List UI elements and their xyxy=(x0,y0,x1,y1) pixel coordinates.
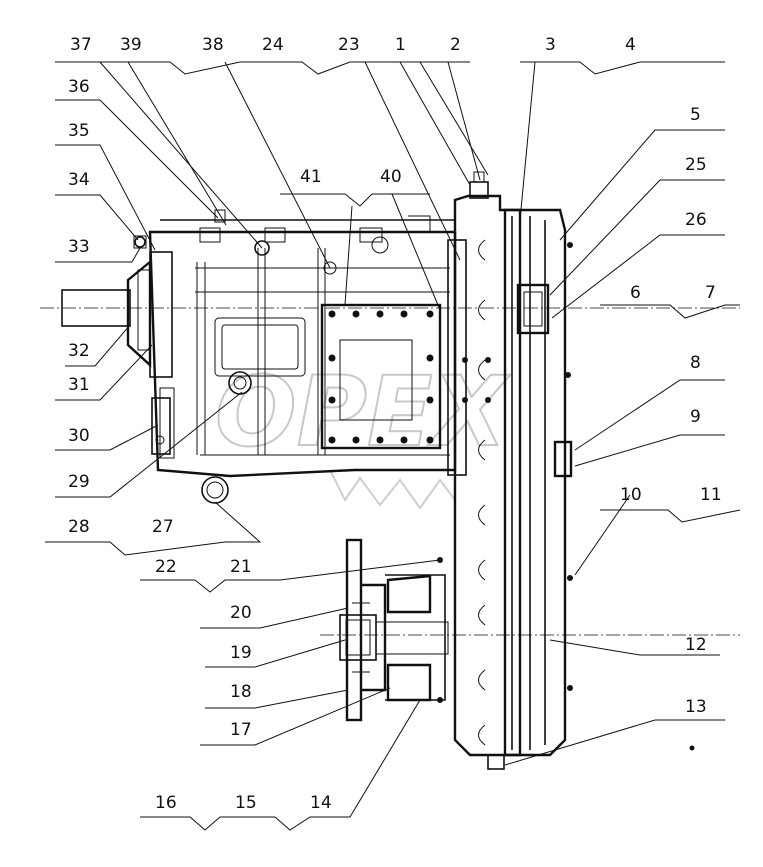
watermark: OPEX xyxy=(214,355,512,510)
callout-12: 12 xyxy=(685,635,707,655)
callout-3: 3 xyxy=(545,35,556,55)
callout-31: 31 xyxy=(68,375,90,395)
callout-21: 21 xyxy=(230,557,252,577)
callout-33: 33 xyxy=(68,237,90,257)
callout-11: 11 xyxy=(700,485,722,505)
callout-14: 14 xyxy=(310,793,332,813)
callout-2: 2 xyxy=(450,35,461,55)
callout-30: 30 xyxy=(68,426,90,446)
callout-9: 9 xyxy=(690,407,701,427)
callout-28: 28 xyxy=(68,517,90,537)
callout-10: 10 xyxy=(620,485,642,505)
callout-26: 26 xyxy=(685,210,707,230)
callout-38: 38 xyxy=(202,35,224,55)
callout-4: 4 xyxy=(625,35,636,55)
callout-32: 32 xyxy=(68,341,90,361)
callout-39: 39 xyxy=(120,35,142,55)
callout-6: 6 xyxy=(630,283,641,303)
callout-37: 37 xyxy=(70,35,92,55)
callout-35: 35 xyxy=(68,121,90,141)
inspection-cover xyxy=(320,303,442,450)
watermark-text: OPEX xyxy=(215,356,511,468)
callout-40: 40 xyxy=(380,167,402,187)
callout-22: 22 xyxy=(155,557,177,577)
callout-18: 18 xyxy=(230,682,252,702)
callout-17: 17 xyxy=(230,720,252,740)
callout-7: 7 xyxy=(705,283,716,303)
callout-16: 16 xyxy=(155,793,177,813)
callout-24: 24 xyxy=(262,35,284,55)
callout-27: 27 xyxy=(152,517,174,537)
callout-41: 41 xyxy=(300,167,322,187)
callout-19: 19 xyxy=(230,643,252,663)
callout-34: 34 xyxy=(68,170,90,190)
output-flange-assembly xyxy=(339,538,449,722)
leader-lines xyxy=(45,61,741,831)
callout-15: 15 xyxy=(235,793,257,813)
callout-20: 20 xyxy=(230,603,252,623)
callout-5: 5 xyxy=(690,105,701,125)
transfer-case xyxy=(437,171,573,770)
callout-23: 23 xyxy=(338,35,360,55)
callout-labels: 37 39 38 24 23 1 2 3 4 36 35 34 33 32 31… xyxy=(68,35,722,813)
callout-36: 36 xyxy=(68,77,90,97)
dot-mark xyxy=(689,745,695,751)
centerlines xyxy=(40,307,740,636)
callout-1: 1 xyxy=(395,35,406,55)
callout-25: 25 xyxy=(685,155,707,175)
callout-13: 13 xyxy=(685,697,707,717)
callout-29: 29 xyxy=(68,472,90,492)
callout-8: 8 xyxy=(690,353,701,373)
